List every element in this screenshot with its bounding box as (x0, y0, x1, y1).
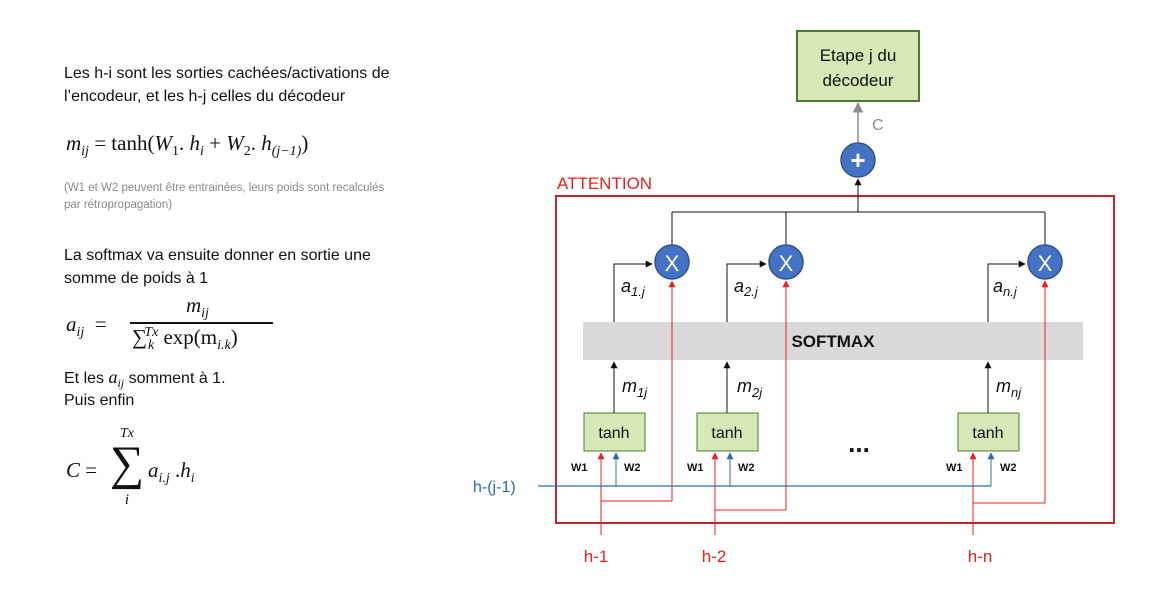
h-j-input-label: h-(j-1) (473, 479, 516, 496)
multiply-node-n (1027, 244, 1063, 280)
intro-text-line-1: Les h-i sont les sorties cachées/activat… (64, 65, 390, 82)
multiply-node-1 (654, 244, 690, 280)
equation-c-lhs: C = (66, 458, 98, 482)
w1-label-1: W1 (571, 462, 588, 474)
fraction-bar (130, 322, 273, 324)
attention-label: ATTENTION (557, 174, 652, 193)
m-label-2: m2j (737, 376, 763, 400)
attention-column-1: X a1.j tanh m1j W1 W2 h-1 (571, 244, 690, 566)
decoder-box (796, 30, 920, 102)
tanh-label-1: tanh (598, 425, 629, 442)
a-label-n: an.j (993, 276, 1018, 299)
tanh-label-n: tanh (972, 425, 1003, 442)
tanh-label-2: tanh (711, 425, 742, 442)
sum-symbol: ∑ (110, 437, 145, 490)
sum-node (840, 142, 876, 178)
finally-text: Puis enfin (64, 392, 135, 409)
h-input-n: h-n (968, 547, 993, 566)
m-label-n: mnj (996, 376, 1022, 400)
weights-note-line-1: (W1 et W2 peuvent être entrainées, leurs… (64, 182, 385, 194)
m-label-1: m1j (622, 376, 648, 400)
attention-column-n: X an.j tanh mnj W1 W2 h-n (946, 244, 1063, 566)
multiply-icon-n: X (1038, 251, 1053, 276)
attention-box (555, 195, 1115, 524)
multiply-icon-2: X (779, 251, 794, 276)
sum-to-one-text: Et les aij somment à 1. (64, 367, 226, 391)
softmax-text-line-2: somme de poids à 1 (64, 270, 209, 287)
equation-m-ij: mij = tanh(W1. hi + W2. h(j−1)) (66, 131, 309, 160)
context-label: C (872, 117, 884, 134)
h-input-1: h-1 (584, 547, 609, 566)
plus-icon: + (850, 145, 865, 175)
sum-superscript: Tx (120, 426, 134, 441)
w1-label-2: W1 (687, 462, 704, 474)
multiply-node-2 (768, 244, 804, 280)
sum-subscript: i (124, 492, 130, 508)
h-input-2: h-2 (702, 547, 727, 566)
attention-column-2: X a2.j tanh m2j W1 W2 h-2 (687, 244, 804, 566)
ellipsis: ... (848, 428, 870, 458)
softmax-label: SOFTMAX (791, 332, 875, 351)
w2-label-1: W2 (624, 462, 641, 474)
decoder-label-line-1: Etape j du (820, 46, 897, 65)
softmax-text-line-1: La softmax va ensuite donner en sortie u… (64, 247, 371, 264)
equation-a-ij-lhs: aij = (66, 312, 107, 341)
multiply-icon-1: X (665, 251, 680, 276)
weights-note-line-2: par rétropropagation) (64, 199, 173, 211)
equation-a-ij-numerator: mij (186, 293, 209, 322)
decoder-label-line-2: décodeur (823, 71, 894, 90)
equation-c-rhs: ai.j .hi (148, 458, 195, 487)
a-label-2: a2.j (734, 276, 759, 299)
intro-text-line-2: l’encodeur, et les h-j celles du décodeu… (64, 88, 346, 105)
w1-label-n: W1 (946, 462, 963, 474)
equation-a-ij-denominator: ∑kTx exp(mi.k) (132, 325, 238, 354)
w2-label-n: W2 (1000, 462, 1017, 474)
softmax-box (583, 322, 1083, 360)
a-label-1: a1.j (621, 276, 646, 299)
w2-label-2: W2 (738, 462, 755, 474)
tanh-box-1 (583, 412, 646, 452)
tanh-box-2 (696, 412, 759, 452)
